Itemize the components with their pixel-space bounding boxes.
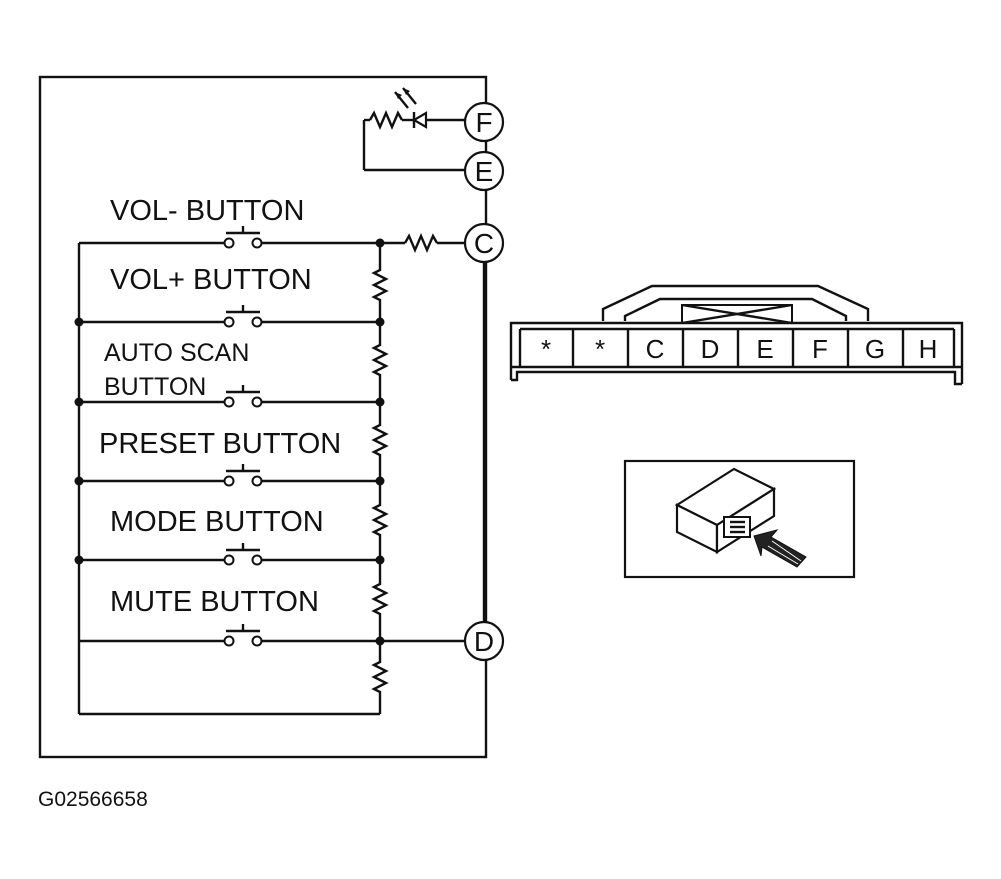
pin-label-h: H (919, 334, 938, 364)
junction-dots (74, 238, 385, 646)
light-emission-icon (394, 87, 417, 109)
label-auto-scan-line1: AUTO SCAN (104, 339, 249, 367)
pin-label-d: D (701, 334, 720, 364)
label-mode: MODE BUTTON (110, 506, 324, 538)
pin-label-1: * (541, 334, 551, 364)
arrow-icon (753, 529, 807, 568)
svg-text:E: E (475, 156, 494, 187)
terminal-d: D (463, 620, 505, 662)
switch-vol-minus-icon (223, 226, 263, 249)
terminal-e: E (463, 150, 505, 192)
pin-label-c: C (646, 334, 665, 364)
label-preset: PRESET BUTTON (99, 428, 341, 460)
terminal-c: C (463, 222, 505, 264)
component-view-inset (623, 459, 856, 579)
terminal-f: F (463, 101, 505, 143)
switch-module-icon (674, 467, 777, 554)
switch-unit-outline (38, 75, 488, 759)
button-rows (79, 241, 380, 643)
switch-mode-icon (223, 543, 263, 566)
label-auto-scan-line2: BUTTON (104, 373, 206, 401)
label-mute: MUTE BUTTON (110, 586, 319, 618)
pin-label-e: E (756, 334, 773, 364)
label-vol-minus: VOL- BUTTON (110, 195, 304, 227)
figure-code: G02566658 (38, 788, 148, 811)
switch-mute-icon (223, 624, 263, 647)
label-vol-plus: VOL+ BUTTON (110, 264, 312, 296)
connector-face: * * C D E F G H (509, 284, 964, 386)
switch-preset-icon (223, 464, 263, 487)
terminal-c-resistor (380, 232, 465, 254)
svg-text:F: F (475, 107, 492, 138)
svg-text:C: C (474, 228, 494, 259)
led-resistor (368, 109, 404, 131)
pin-label-f: F (812, 334, 828, 364)
svg-text:D: D (474, 626, 494, 657)
led-circuit (362, 87, 465, 172)
led-icon (411, 111, 428, 129)
switch-auto-scan-icon (223, 385, 263, 408)
switch-vol-plus-icon (223, 305, 263, 328)
pin-label-2: * (595, 334, 605, 364)
pin-label-g: G (865, 334, 885, 364)
